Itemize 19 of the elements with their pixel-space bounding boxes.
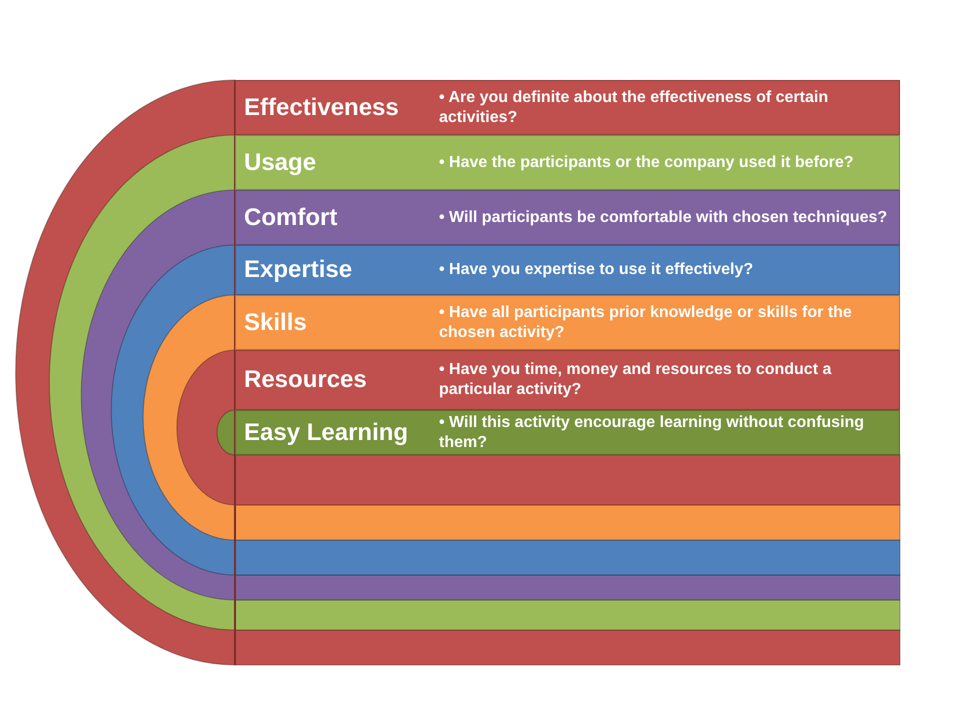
band-heading: Resources bbox=[243, 366, 368, 394]
band-stripe bbox=[235, 190, 900, 245]
band-heading: Effectiveness bbox=[243, 94, 400, 122]
band-heading: Skills bbox=[243, 308, 308, 336]
bullet-question: • Have all participants prior knowledge or skills for the chosen activity? bbox=[438, 302, 853, 342]
band-heading: Usage bbox=[243, 148, 318, 176]
band-stripe bbox=[235, 295, 900, 350]
band-stripe bbox=[235, 135, 900, 190]
bullet-question: • Have the participants or the company used it before? bbox=[438, 152, 855, 172]
band-heading: Expertise bbox=[243, 256, 354, 284]
band-stripe bbox=[235, 80, 900, 135]
band-stripe bbox=[235, 245, 900, 295]
bullet-question: • Will participants be comfortable with chosen techniques? bbox=[438, 208, 888, 228]
bullet-question: • Will this activity encourage learning without confusing them? bbox=[438, 412, 866, 452]
bullet-question: • Are you definite about the effectiveness of certain activities? bbox=[438, 88, 830, 128]
bullet-question: • Have you expertise to use it effectively? bbox=[438, 260, 754, 280]
band-heading: Easy Learning bbox=[243, 418, 410, 446]
bullet-question: • Have you time, money and resources to conduct a particular activity? bbox=[438, 360, 832, 400]
band-heading: Comfort bbox=[243, 204, 338, 232]
